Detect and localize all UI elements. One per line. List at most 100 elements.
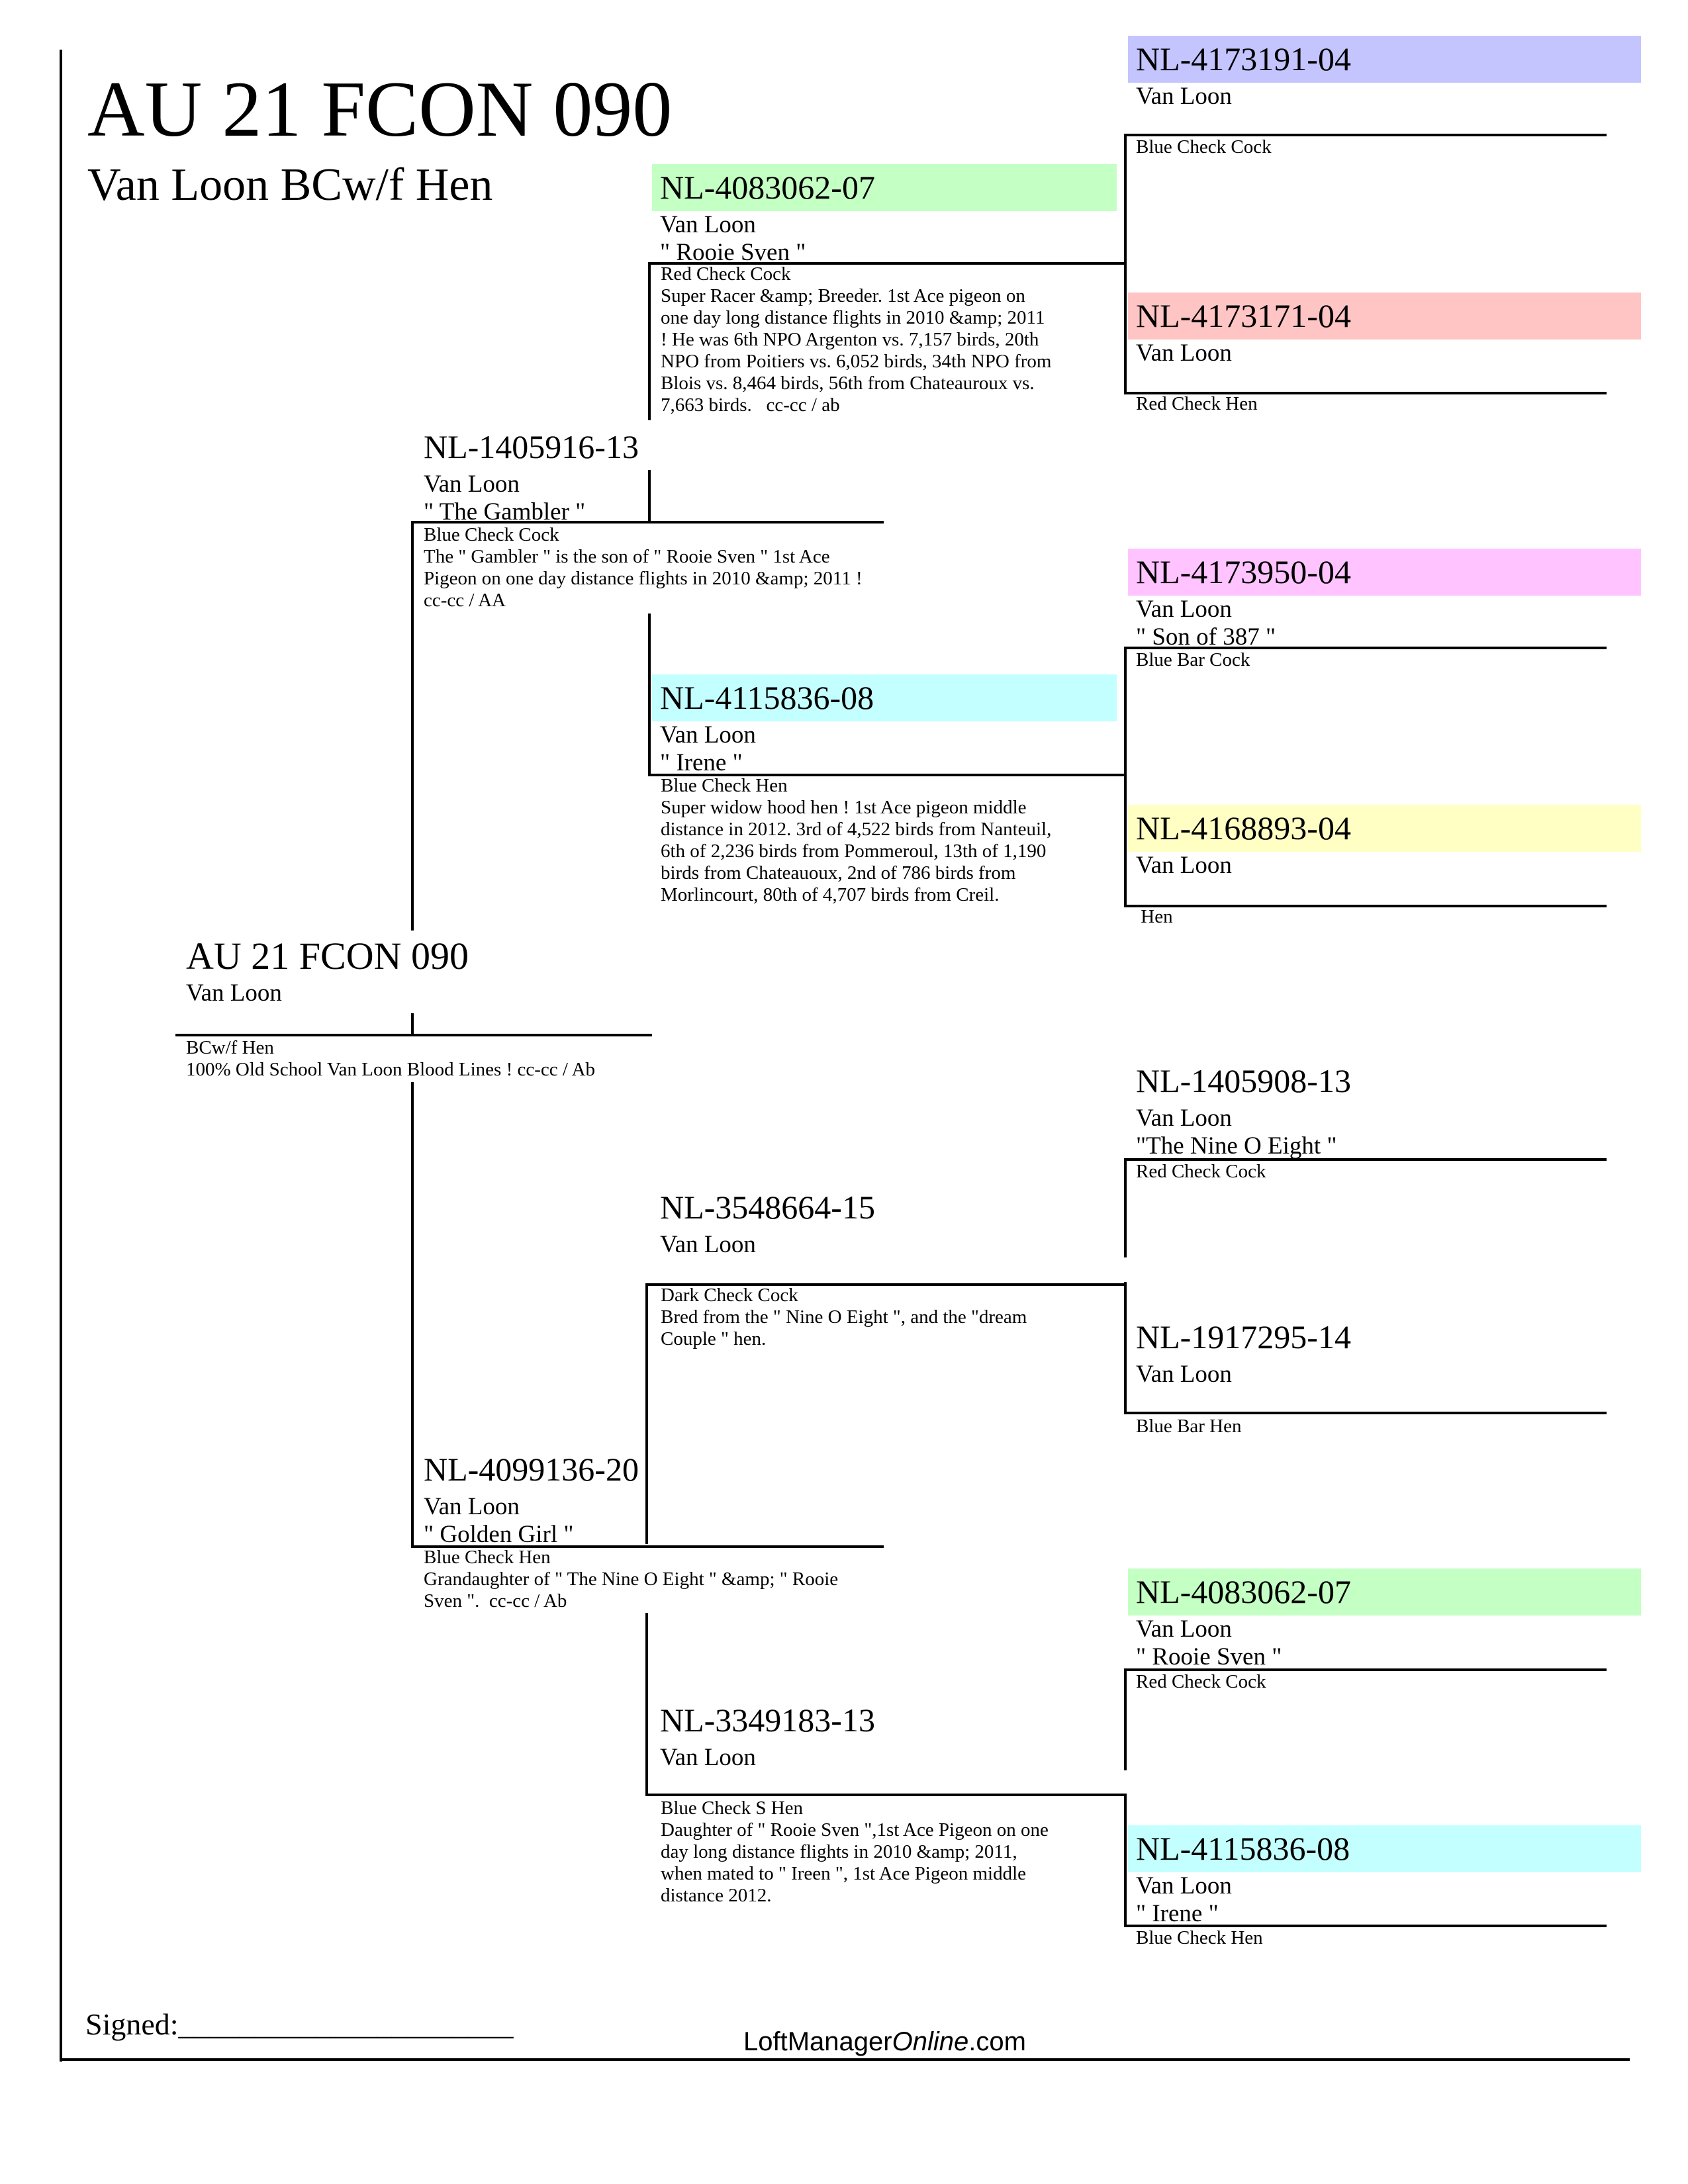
- ring-number: NL-4173191-04: [1128, 36, 1641, 83]
- nickname: " Irene ": [1136, 1900, 1219, 1927]
- breeder: Van Loon: [1136, 340, 1232, 367]
- ring-number: NL-4115836-08: [652, 674, 1117, 721]
- connector: [1124, 1412, 1607, 1414]
- color-label: BCw/f Hen: [186, 1037, 274, 1058]
- breeder: Van Loon: [424, 1493, 520, 1520]
- connector: [411, 521, 884, 523]
- color-label: Blue Check Hen: [1136, 1927, 1263, 1948]
- nickname: "The Nine O Eight ": [1136, 1132, 1337, 1160]
- color-label: Blue Bar Hen: [1136, 1416, 1242, 1437]
- frame-left-line: [60, 50, 62, 2062]
- color-label: Blue Check Cock: [1136, 136, 1272, 158]
- site-part: .com: [968, 2027, 1026, 2056]
- nickname: " Irene ": [660, 749, 743, 776]
- nickname: " Rooie Sven ": [1136, 1643, 1282, 1670]
- ring-number: NL-4115836-08: [1128, 1825, 1641, 1872]
- notes: Bred from the " Nine O Eight ", and the …: [661, 1306, 1027, 1349]
- notes: The " Gambler " is the son of " Rooie Sv…: [424, 546, 863, 611]
- ring-number: NL-3349183-13: [660, 1702, 875, 1739]
- page-subtitle: Van Loon BCw/f Hen: [87, 159, 493, 210]
- connector: [1124, 1794, 1127, 1927]
- breeder: Van Loon: [660, 721, 756, 749]
- breeder: Van Loon: [424, 471, 520, 498]
- ring-number: NL-4083062-07: [1128, 1569, 1641, 1615]
- breeder: Van Loon: [660, 1231, 756, 1258]
- breeder: Van Loon: [1136, 1615, 1232, 1643]
- connector: [1124, 392, 1607, 394]
- breeder: Van Loon: [660, 1744, 756, 1771]
- connector: [411, 1013, 414, 1034]
- connector: [411, 521, 414, 931]
- connector: [648, 470, 651, 521]
- connector: [645, 1613, 648, 1796]
- ring-number: NL-4083062-07: [652, 164, 1117, 211]
- notes: Grandaughter of " The Nine O Eight " &am…: [424, 1569, 839, 1612]
- connector: [645, 1283, 648, 1544]
- ring-number: NL-4173950-04: [1128, 549, 1641, 596]
- connector: [1124, 647, 1127, 907]
- connector: [1124, 1282, 1127, 1414]
- ring-number: NL-1405908-13: [1136, 1062, 1351, 1099]
- color-label: Blue Bar Cock: [1136, 649, 1250, 670]
- notes: Super Racer &amp; Breeder. 1st Ace pigeo…: [661, 285, 1052, 416]
- breeder: Van Loon: [1136, 83, 1232, 110]
- signature-line: Signed:______________________: [85, 2007, 514, 2041]
- site-logo: LoftManagerOnline.com: [743, 2026, 1026, 2057]
- site-part: Online: [892, 2027, 969, 2056]
- connector: [648, 262, 651, 420]
- connector: [1124, 1158, 1127, 1257]
- connector: [1124, 1668, 1127, 1770]
- breeder: Van Loon: [1136, 1361, 1232, 1388]
- color-label: Red Check Cock: [661, 263, 791, 285]
- color-label: Blue Check Hen: [661, 775, 788, 796]
- connector: [1124, 1668, 1607, 1671]
- color-label: Blue Check S Hen: [661, 1797, 804, 1819]
- connector: [411, 1545, 884, 1548]
- notes: Daughter of " Rooie Sven ",1st Ace Pigeo…: [661, 1819, 1049, 1906]
- color-label: Blue Check Cock: [424, 524, 559, 545]
- connector: [1124, 1158, 1607, 1161]
- color-label: Dark Check Cock: [661, 1285, 798, 1306]
- breeder: Van Loon: [1136, 596, 1232, 623]
- color-label: Red Check Cock: [1136, 1671, 1266, 1692]
- connector: [648, 262, 1127, 265]
- site-part: LoftManager: [743, 2027, 892, 2056]
- ring-number: AU 21 FCON 090: [186, 934, 469, 978]
- nickname: " Son of 387 ": [1136, 623, 1276, 651]
- connector: [1124, 905, 1607, 907]
- ring-number: NL-4099136-20: [424, 1451, 639, 1488]
- frame-bottom-line: [60, 2058, 1630, 2061]
- breeder: Van Loon: [1136, 852, 1232, 879]
- connector: [648, 774, 1127, 776]
- color-label: Blue Check Hen: [424, 1547, 551, 1568]
- color-label: Red Check Cock: [1136, 1161, 1266, 1182]
- ring-number: NL-1405916-13: [424, 428, 639, 465]
- connector: [411, 1082, 414, 1548]
- breeder: Van Loon: [1136, 1105, 1232, 1132]
- notes: 100% Old School Van Loon Blood Lines ! c…: [186, 1059, 596, 1080]
- nickname: " Golden Girl ": [424, 1521, 574, 1548]
- ring-number: NL-4168893-04: [1128, 805, 1641, 852]
- connector: [1124, 1925, 1607, 1927]
- ring-number: NL-1917295-14: [1136, 1318, 1351, 1355]
- nickname: " Rooie Sven ": [660, 239, 806, 266]
